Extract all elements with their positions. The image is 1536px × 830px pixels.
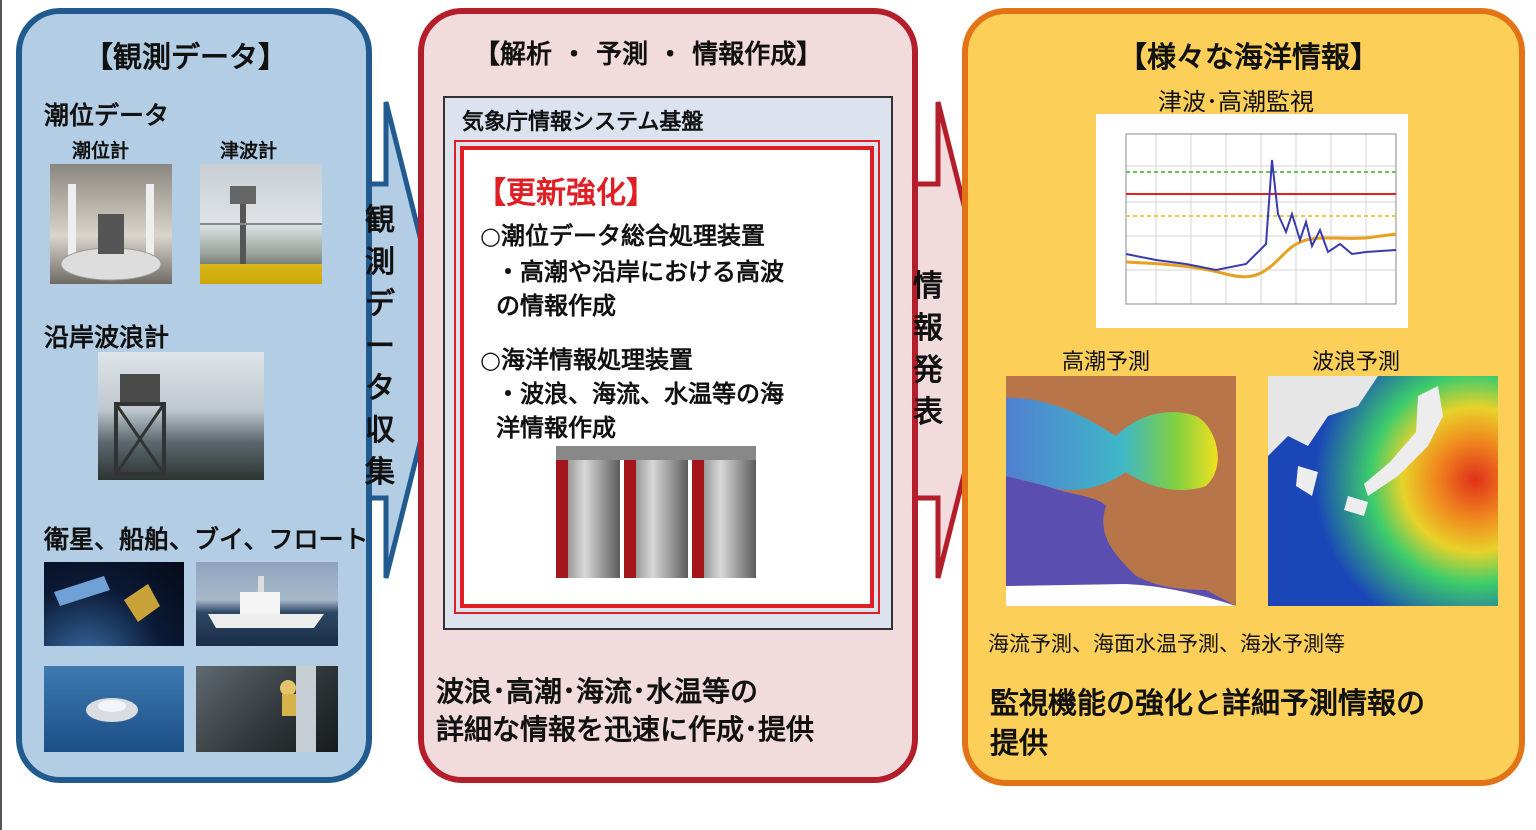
float-deploy-photo — [196, 666, 338, 752]
server-rack-icon — [556, 446, 756, 578]
other-forecasts-label: 海流予測、海面水温予測、海氷予測等 — [988, 632, 1345, 656]
satellite-photo — [44, 562, 184, 646]
collect-arrow-text: 観 測 デ ー タ 収 集 — [360, 200, 400, 494]
tide-data-heading: 潮位データ — [44, 101, 170, 130]
buoy-photo — [44, 666, 184, 752]
publish-char: 情 — [913, 269, 943, 304]
publish-arrow-text: 情 報 発 表 — [908, 266, 948, 434]
ship-photo — [196, 562, 338, 646]
coastal-wave-gauge-photo — [98, 352, 264, 480]
publish-char: 報 — [913, 311, 943, 346]
analysis-title: 【解析 ・ 予測 ・ 情報作成】 — [474, 40, 823, 70]
observation-title: 【観測データ】 — [84, 40, 288, 74]
wave-forecast-label: 波浪予測 — [1312, 350, 1401, 375]
storm-surge-map — [1006, 376, 1236, 606]
collect-char: 収 — [365, 413, 395, 448]
collect-char: ー — [365, 329, 395, 364]
tide-monitor-chart — [1096, 114, 1408, 328]
left-frame-line — [0, 0, 2, 830]
coastal-wave-gauge-heading: 沿岸波浪計 — [44, 323, 170, 352]
ocean-processor-desc-1: ・波浪、海流、水温等の海 — [496, 380, 784, 408]
tide-gauge-label: 潮位計 — [72, 140, 130, 162]
tide-processor-title: ○潮位データ総合処理装置 — [480, 222, 765, 250]
tsunami-gauge-photo — [200, 164, 322, 284]
system-base-label: 気象庁情報システム基盤 — [462, 110, 704, 135]
collect-char: 集 — [365, 455, 395, 490]
satellite-ship-buoy-heading: 衛星、船舶、ブイ、フロート — [44, 525, 369, 554]
collect-char: 観 — [365, 203, 395, 238]
tide-processor-desc-2: の情報作成 — [496, 292, 616, 320]
monitor-label: 津波･高潮監視 — [1158, 88, 1314, 116]
storm-surge-label: 高潮予測 — [1062, 350, 1151, 375]
ocean-processor-desc-2: 洋情報作成 — [496, 414, 616, 442]
ocean-processor-title: ○海洋情報処理装置 — [480, 346, 693, 374]
collect-char: タ — [365, 371, 395, 406]
upgrade-label: 【更新強化】 — [476, 176, 656, 211]
conclusion-line2: 提供 — [990, 726, 1049, 760]
publish-char: 発 — [913, 353, 943, 388]
tide-gauge-photo — [50, 164, 172, 284]
collect-char: デ — [365, 287, 395, 322]
tsunami-gauge-label: 津波計 — [220, 140, 278, 162]
collect-char: 測 — [365, 245, 395, 280]
conclusion-line1: 監視機能の強化と詳細予測情報の — [990, 686, 1426, 720]
analysis-summary-line1: 波浪･高潮･海流･水温等の — [436, 675, 759, 708]
publish-char: 表 — [913, 395, 943, 430]
ocean-info-title: 【様々な海洋情報】 — [1118, 40, 1380, 74]
wave-forecast-map — [1268, 376, 1498, 606]
analysis-summary-line2: 詳細な情報を迅速に作成･提供 — [436, 713, 815, 746]
tide-processor-desc-1: ・高潮や沿岸における高波 — [496, 258, 784, 286]
